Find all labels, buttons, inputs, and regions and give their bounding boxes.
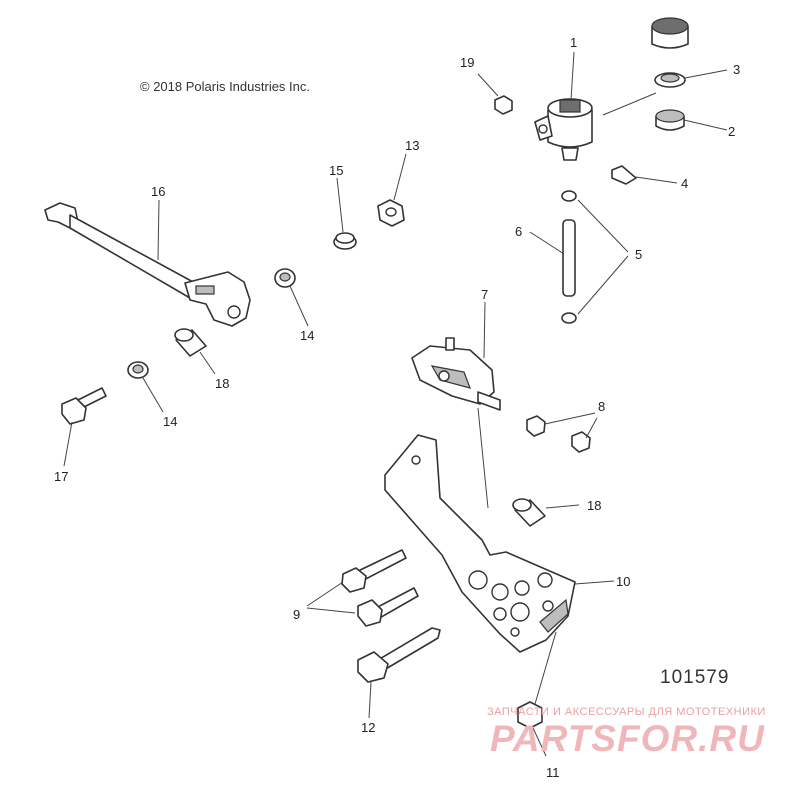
part-7-master-cylinder <box>411 337 501 411</box>
copyright-notice: © 2018 Polaris Industries Inc. <box>140 79 310 94</box>
callout-7: 7 <box>481 287 488 302</box>
callout-5: 5 <box>635 247 642 262</box>
part-18-spacer-right <box>512 498 546 527</box>
part-11-nut <box>517 701 543 729</box>
callout-14-upper: 14 <box>300 328 314 343</box>
part-9-bolt-lower <box>357 587 419 627</box>
part-5-clamp-upper <box>561 190 577 202</box>
callout-11: 11 <box>546 765 560 780</box>
callout-16: 16 <box>151 184 165 199</box>
callout-8: 8 <box>598 399 605 414</box>
part-15-spring-clip <box>333 232 357 250</box>
watermark-logo: PARTSFOR.RU <box>490 718 765 759</box>
callout-18-right: 18 <box>587 498 601 513</box>
callout-10: 10 <box>616 574 630 589</box>
callout-12: 12 <box>361 720 375 735</box>
diagram-reference-number: 101579 <box>660 667 730 688</box>
part-13-nut <box>377 199 405 227</box>
part-14-bushing-upper <box>274 268 296 288</box>
callout-9: 9 <box>293 607 300 622</box>
callout-13: 13 <box>405 138 419 153</box>
part-3-cap-seal <box>654 72 686 88</box>
callout-18-left: 18 <box>215 376 229 391</box>
callout-2: 2 <box>728 124 735 139</box>
callout-14-lower: 14 <box>163 414 177 429</box>
callout-labels: 1 2 3 4 5 6 7 8 9 10 11 12 13 14 14 15 1… <box>54 35 740 780</box>
callout-3: 3 <box>733 62 740 77</box>
part-1-reservoir <box>534 98 593 161</box>
callout-4: 4 <box>681 176 688 191</box>
part-8-nut-a <box>526 415 546 437</box>
reservoir-cap-top <box>651 17 689 49</box>
part-5-clamp-lower <box>561 312 577 324</box>
part-10-bracket <box>384 434 576 653</box>
part-18-spacer-left <box>174 328 207 357</box>
watermark-tagline: ЗАПЧАСТИ И АКСЕССУАРЫ ДЛЯ МОТОТЕХНИКИ <box>487 706 766 718</box>
part-9-bolt-upper <box>341 549 407 593</box>
callout-17: 17 <box>54 469 68 484</box>
part-6-hose <box>562 219 576 297</box>
part-16-brake-rod <box>44 202 251 327</box>
part-12-long-bolt <box>357 627 441 683</box>
leader-lines <box>63 51 728 757</box>
part-19-nut <box>494 95 513 115</box>
callout-19: 19 <box>460 55 474 70</box>
callout-1: 1 <box>570 35 577 50</box>
part-14-bushing-lower <box>127 361 149 379</box>
part-2-diaphragm <box>655 109 685 131</box>
part-8-nut-b <box>571 431 591 453</box>
callout-6: 6 <box>515 224 522 239</box>
callout-15: 15 <box>329 163 343 178</box>
part-17-bolt <box>61 387 107 425</box>
part-4-screw <box>611 165 637 185</box>
